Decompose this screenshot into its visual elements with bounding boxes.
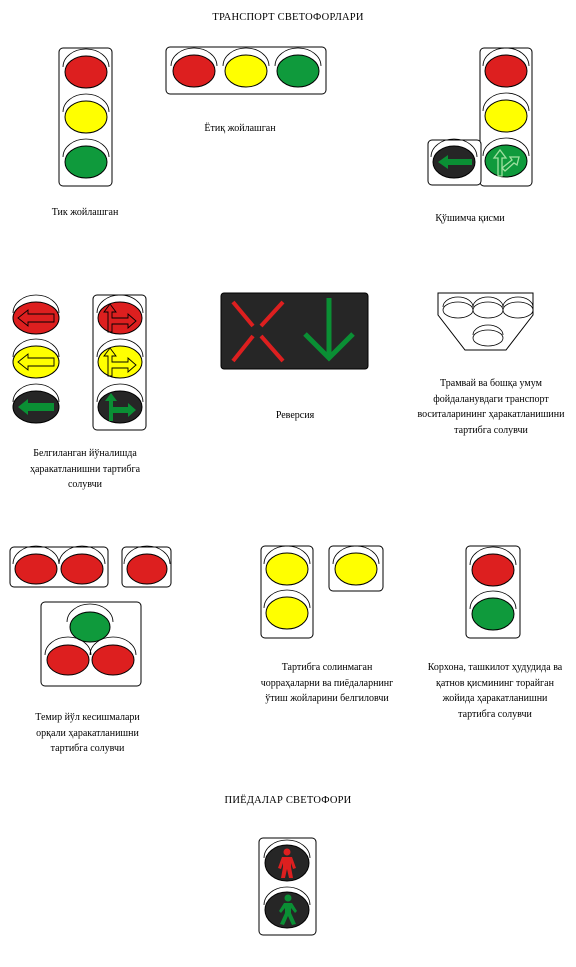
caption-directional: Белгиланган йўналишда ҳаракатланишни тар…	[29, 448, 141, 490]
traffic-light-with-additional-section	[427, 47, 533, 187]
railway-crossing-lights	[9, 545, 172, 687]
vertical-traffic-light	[58, 47, 113, 187]
enterprise-territory-light	[465, 545, 521, 639]
caption-tram: Трамвай ва бошқа умум фойдаланувдаги тра…	[417, 378, 565, 436]
green-lamp	[276, 54, 320, 88]
tram-traffic-light	[437, 292, 534, 351]
straight-right-arrow-icon	[105, 393, 136, 421]
caption-enterprise: Корхона, ташкилот ҳудудида ва қатнов қис…	[427, 662, 563, 720]
green-lamp	[69, 611, 111, 643]
caption-vertical: Тик жойлашган	[51, 207, 119, 218]
red-lamp	[126, 553, 168, 585]
red-lamp	[46, 644, 90, 676]
red-lamp	[64, 55, 108, 89]
caption-additional: Қўшимча қисми	[435, 213, 505, 224]
green-lamp	[471, 597, 515, 631]
caption-reverse: Реверсия	[275, 410, 315, 421]
yellow-lamp	[484, 99, 528, 133]
yellow-lamp	[224, 54, 268, 88]
red-cross-icon	[231, 300, 285, 363]
red-lamp	[484, 54, 528, 88]
red-lamp	[471, 553, 515, 587]
pedestrian-signals-heading: ПИЁДАЛАР СВЕТОФОРИ	[224, 795, 352, 806]
reverse-traffic-light	[220, 292, 369, 370]
green-lamp	[64, 145, 108, 179]
yellow-arrow-lamp	[12, 345, 60, 379]
transport-signals-heading: ТРАНСПОРТ СВЕТОФОРЛАРИ	[212, 12, 364, 23]
unregulated-intersection-lights	[260, 545, 384, 639]
red-lamp	[172, 54, 216, 88]
green-arrows-lamp	[484, 144, 528, 178]
yellow-lamp	[64, 100, 108, 134]
straight-right-arrow-icon	[103, 303, 137, 333]
caption-unregulated: Тартибга солинмаган чорраҳаларни ва пиёд…	[260, 662, 394, 704]
left-arrow-icon	[18, 399, 54, 415]
red-lamp	[91, 644, 135, 676]
horizontal-traffic-light	[165, 46, 327, 95]
straight-right-arrow-icon	[492, 148, 520, 177]
left-arrow-icon	[17, 309, 55, 327]
left-arrow-icon	[17, 353, 55, 371]
directional-light-straight-right	[92, 294, 147, 431]
yellow-lamp	[265, 552, 309, 586]
directional-light-left	[12, 294, 60, 424]
pedestrian-traffic-light	[258, 837, 317, 936]
red-arrow-lamp	[12, 301, 60, 335]
green-down-arrow-icon	[303, 298, 355, 362]
red-lamp	[60, 553, 104, 585]
caption-horizontal: Ётиқ жойлашган	[204, 123, 276, 134]
walking-pedestrian-icon	[279, 894, 297, 925]
standing-pedestrian-icon	[278, 848, 296, 878]
caption-railway: Темир йўл кесишмалари орқали ҳаракатлани…	[35, 712, 140, 754]
red-lamp	[14, 553, 58, 585]
yellow-lamp	[334, 552, 378, 586]
yellow-lamp	[265, 596, 309, 630]
straight-right-arrow-icon	[103, 347, 137, 377]
left-arrow-icon	[438, 155, 472, 169]
